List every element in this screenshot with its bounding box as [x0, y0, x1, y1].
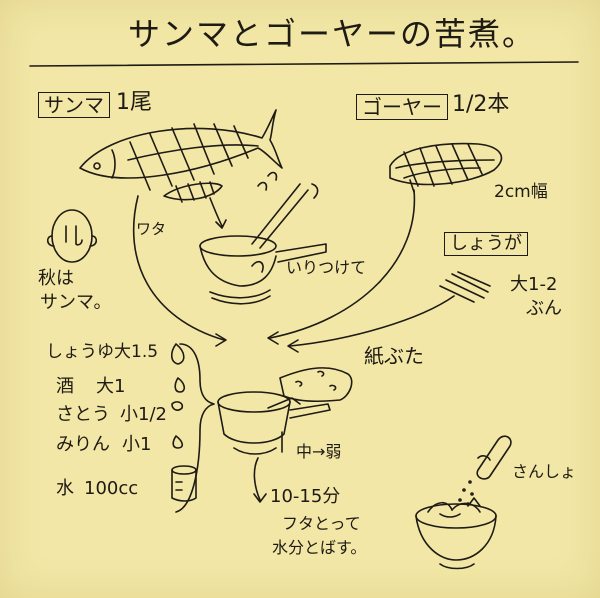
- guts-note: ワタ: [136, 220, 167, 238]
- seasoning-name: 酒: [56, 376, 74, 397]
- paper-lid-note: 紙ぶた: [364, 344, 424, 368]
- seasoning-amount: 小1: [122, 434, 152, 455]
- soy-drop-icon: [170, 343, 185, 365]
- chopsticks-icon: [251, 171, 319, 249]
- autumn-note-line2: サンマ。: [40, 292, 112, 313]
- seasoning-icons: [170, 343, 197, 502]
- seasoning-amount: 小1/2: [120, 404, 167, 425]
- ginger-label: しょうが: [444, 232, 528, 256]
- ginger-icon: [439, 271, 491, 303]
- heat-note: 中→弱: [296, 442, 342, 461]
- seasoning-name: しょうゆ: [46, 342, 114, 362]
- seasoning-sugar: さとう小1/2: [56, 406, 167, 424]
- ginger-qty-line2: ぶん: [526, 298, 562, 319]
- seasoning-name: さとう: [56, 404, 110, 425]
- autumn-note-line1: 秋は: [38, 268, 74, 289]
- seasoning-soy: しょうゆ大1.5: [46, 344, 158, 361]
- sugar-pile-icon: [171, 401, 184, 411]
- measuring-cup-icon: [171, 465, 197, 502]
- seasoning-name: 水: [56, 478, 74, 499]
- seasoning-sake: 酒 大1: [56, 378, 125, 396]
- goya-qty: 1/2本: [452, 92, 510, 117]
- time-note: 10-15分: [270, 486, 341, 507]
- sanma-label: サンマ: [38, 92, 110, 118]
- bowl-icon: [415, 497, 497, 570]
- guts-icon: [163, 181, 227, 229]
- mirin-drop-icon: [172, 435, 184, 449]
- goya-cut: 2cm幅: [494, 182, 548, 202]
- finish-note-line2: 水分とばす。: [272, 538, 367, 557]
- ginger-qty-line1: 大1-2: [510, 274, 558, 295]
- page-title: サンマとゴーヤーの苦煮。: [128, 15, 537, 53]
- time-arrow: [253, 457, 261, 501]
- face-icon: [46, 209, 98, 263]
- fish-icon: [79, 109, 283, 191]
- seasoning-brace: [175, 343, 215, 513]
- seasoning-amount: 大1.5: [114, 342, 159, 362]
- sake-drop-icon: [174, 377, 186, 393]
- seasoning-amount: 大1: [96, 376, 126, 397]
- seasoning-water: 水 100cc: [56, 480, 138, 498]
- seasoning-mirin: みりん小1: [56, 436, 151, 454]
- seasoning-amount: 100cc: [84, 478, 139, 499]
- paper-lid-icon: [279, 367, 353, 402]
- sanma-qty: 1尾: [116, 90, 152, 115]
- finish-note-line1: フタとって: [282, 514, 361, 533]
- sansho-shaker-icon: [458, 435, 512, 506]
- seasoning-name: みりん: [56, 434, 110, 455]
- goya-label: ゴーヤー: [356, 94, 448, 120]
- title-underline: [29, 61, 579, 67]
- garnish-note: さんしょ: [512, 462, 577, 481]
- fry-note: いりつけて: [286, 258, 367, 277]
- goya-icon: [389, 142, 503, 193]
- flow-arrows: [132, 189, 455, 353]
- pan-icon: [199, 235, 327, 305]
